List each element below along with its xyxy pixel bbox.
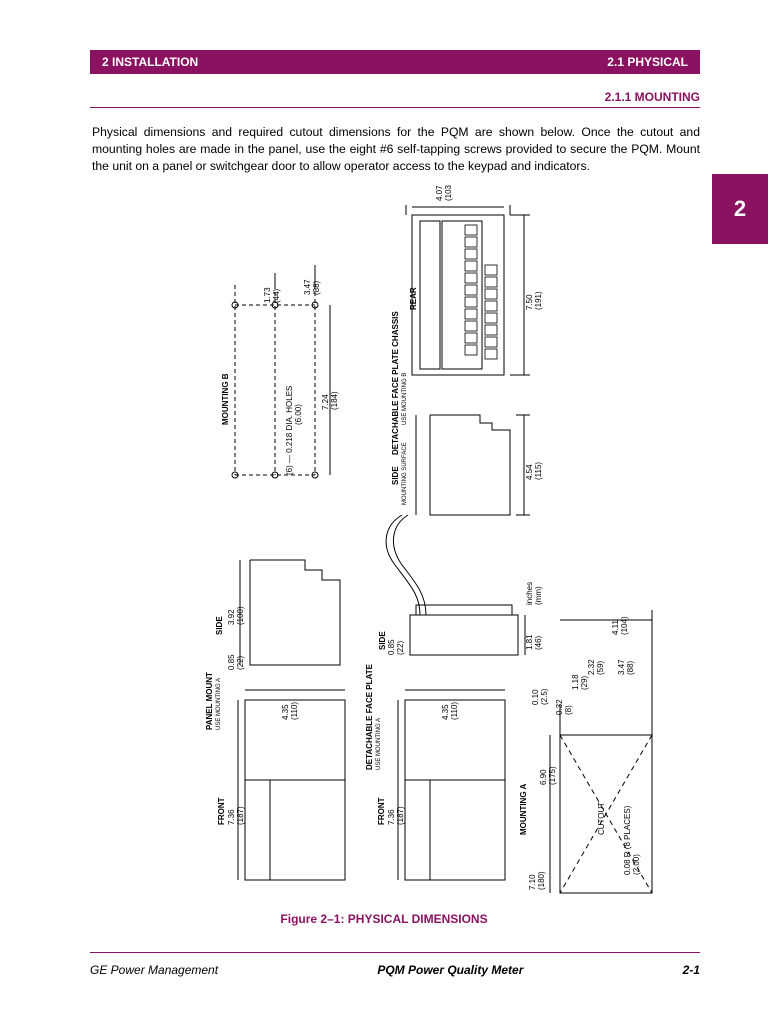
mounting-b-holes — [231, 265, 331, 479]
footer-left: GE Power Management — [90, 963, 219, 977]
label-front-b: FRONT — [377, 797, 386, 825]
label-dim-411: 4.11 — [611, 619, 620, 635]
label-front-a: FRONT — [217, 797, 226, 825]
body-paragraph: Physical dimensions and required cutout … — [92, 125, 700, 173]
label-chassis-title: DETACHABLE FACE PLATE CHASSIS — [391, 311, 400, 455]
label-radius: 0.08 R (8 PLACES) — [623, 805, 632, 875]
label-dim-435mm-a: (110) — [290, 702, 299, 720]
label-panel-mount: PANEL MOUNT — [205, 672, 214, 730]
rear-view-drawing — [405, 205, 530, 376]
label-dim-411mm: (104) — [620, 616, 629, 635]
label-dim-347mm-a: (88) — [626, 660, 635, 675]
label-dim-736mm-b: (187) — [396, 806, 405, 825]
label-dim-181: 1.81 — [525, 634, 534, 650]
label-use-mounting-a-2: USE MOUNTING A — [376, 718, 382, 770]
label-dim-736mm-a: (187) — [236, 806, 245, 825]
label-dim-118mm: (29) — [580, 675, 589, 690]
footer-center: PQM Power Quality Meter — [377, 963, 524, 977]
label-mounting-b: MOUNTING B — [221, 373, 230, 425]
label-detachable-face-plate: DETACHABLE FACE PLATE — [365, 663, 374, 770]
label-dim-435mm-b: (110) — [450, 702, 459, 720]
figure-caption: Figure 2–1: PHYSICAL DIMENSIONS — [280, 912, 488, 926]
label-dim-085-a: 0.85 — [227, 654, 236, 670]
panel-mount-front-drawing — [237, 689, 346, 881]
label-dim-750mm: (191) — [534, 291, 543, 310]
label-dim-710mm: (180) — [537, 871, 546, 890]
label-use-mounting-b: USE MOUNTING B — [402, 373, 408, 425]
label-side-faceplate: SIDE — [378, 631, 387, 650]
panel-mount-side-drawing — [239, 559, 341, 666]
label-dim-032mm: (8) — [564, 705, 573, 715]
label-dim-085mm-b: (22) — [396, 640, 405, 655]
label-dim-407: 4.07 — [435, 185, 444, 201]
label-inches: inches — [525, 582, 534, 605]
label-dim-173: 1.73 — [263, 287, 272, 303]
faceplate-side-drawing — [409, 604, 526, 656]
label-dim-118: 1.18 — [571, 674, 580, 690]
label-dim-173mm: (44) — [272, 288, 281, 303]
label-mounting-surface: MOUNTING SURFACE — [402, 442, 408, 505]
label-dim-690mm: (175) — [548, 766, 557, 785]
label-dim-085mm-a: (22) — [236, 655, 245, 670]
faceplate-front-drawing — [397, 689, 506, 881]
mounting-b-drawing — [234, 285, 316, 476]
physical-dimensions-figure: 4.07 (103) 7.50 (191) DETACHABLE FACE PL… — [205, 185, 653, 894]
label-dim-736-b: 7.36 — [387, 809, 396, 825]
label-dim-347-a: 3.47 — [617, 659, 626, 675]
subheading: 2.1.1 MOUNTING — [604, 90, 700, 104]
label-dim-736-a: 7.36 — [227, 809, 236, 825]
label-dim-392mm: (100) — [236, 606, 245, 625]
subsection-title: 2.1 PHYSICAL — [607, 55, 688, 69]
label-dim-010: 0.10 — [531, 689, 540, 705]
side-view-chassis-drawing — [385, 414, 530, 616]
label-dim-232mm: (59) — [596, 660, 605, 675]
label-side-panel: SIDE — [215, 616, 224, 635]
label-dim-407mm: (103) — [444, 185, 453, 201]
label-dim-435-b: 4.35 — [441, 704, 450, 720]
section-header-bar: 2 INSTALLATION 2.1 PHYSICAL — [90, 50, 700, 74]
label-cutout: CUTOUT — [597, 802, 606, 835]
label-mm: (mm) — [534, 586, 543, 605]
label-dim-750: 7.50 — [525, 294, 534, 310]
page-footer: GE Power Management PQM Power Quality Me… — [90, 963, 700, 977]
label-dim-347-b: 3.47 — [303, 279, 312, 295]
label-dim-181mm: (46) — [534, 635, 543, 650]
label-dim-010mm: (2.5) — [540, 688, 549, 705]
label-dim-435-a: 4.35 — [281, 704, 290, 720]
label-use-mounting-a-1: USE MOUNTING A — [216, 678, 222, 730]
label-dim-724: 7.24 — [321, 394, 330, 410]
label-dim-454mm: (115) — [534, 462, 543, 480]
mounting-a-cutout-drawing — [549, 610, 653, 894]
label-dim-724mm: (184) — [330, 391, 339, 410]
label-dim-454: 4.54 — [525, 464, 534, 480]
chapter-tab: 2 — [712, 174, 768, 244]
label-holes-mm: (6.00) — [294, 404, 303, 425]
label-dim-232: 2.32 — [587, 659, 596, 675]
label-holes: (6) — 0.218 DIA. HOLES — [285, 386, 294, 475]
label-side-chassis: SIDE — [391, 466, 400, 485]
label-dim-347mm-b: (88) — [312, 280, 321, 295]
label-rear: REAR — [409, 287, 418, 310]
divider-bottom — [90, 952, 700, 953]
label-radius-mm: (2.00) — [632, 854, 641, 875]
label-dim-392: 3.92 — [227, 609, 236, 625]
section-title: 2 INSTALLATION — [102, 55, 199, 69]
label-dim-032: 0.32 — [555, 699, 564, 715]
label-mounting-a: MOUNTING A — [519, 784, 528, 835]
label-dim-690: 6.90 — [539, 769, 548, 785]
page-number: 2-1 — [682, 963, 700, 977]
label-dim-710: 7.10 — [528, 874, 537, 890]
label-dim-085-b: 0.85 — [387, 639, 396, 655]
divider-top — [90, 107, 700, 108]
